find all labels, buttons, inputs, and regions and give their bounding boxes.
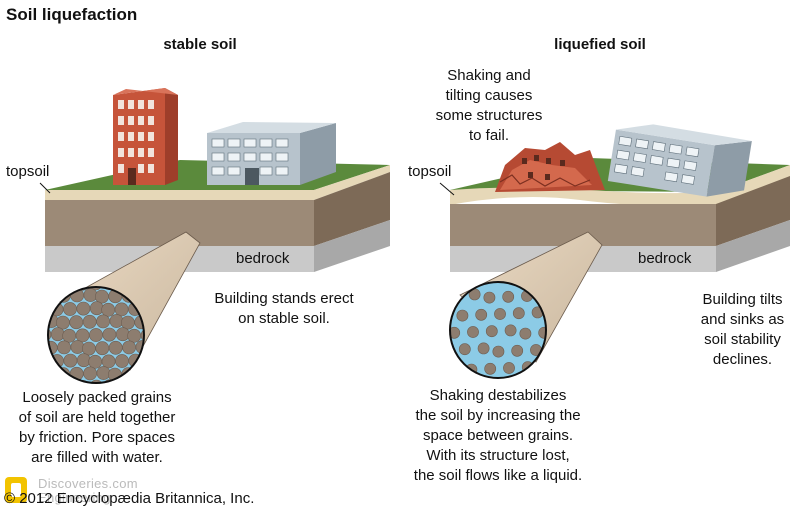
soil-grain	[63, 353, 78, 368]
soil-grain	[56, 315, 70, 330]
soil-grain	[484, 362, 497, 375]
soil-grain	[82, 341, 96, 356]
left-bedrock-side	[314, 220, 390, 272]
liquefied-soil-heading: liquefied soil	[554, 36, 646, 53]
soil-grain	[476, 282, 489, 284]
soil-grain	[140, 328, 144, 343]
soil-grain	[96, 366, 111, 380]
left-topsoil-pointer	[39, 182, 51, 194]
right-topsoil-label: topsoil	[408, 163, 452, 180]
soil-grain	[483, 291, 496, 304]
right-topsoil-pointer	[439, 182, 455, 196]
right-soil-front	[450, 204, 716, 246]
soil-grain	[477, 342, 490, 355]
soil-grain	[48, 289, 58, 304]
soil-grain	[75, 328, 90, 343]
soil-grain	[70, 340, 85, 354]
left-side-caption: Building stands erect on stable soil.	[214, 290, 354, 327]
soil-grain	[95, 341, 110, 356]
soil-grain	[502, 290, 515, 303]
left-soil-side	[314, 172, 390, 246]
soil-grain	[57, 340, 71, 355]
right-failure-caption: Shaking and tilting causes some structur…	[435, 67, 543, 144]
soil-grain	[69, 315, 84, 330]
soil-grain	[485, 325, 498, 338]
soil-grain	[89, 379, 104, 383]
left-concrete-building	[207, 122, 336, 185]
soil-grain	[122, 340, 137, 355]
watermark-logo-icon	[5, 477, 27, 503]
soil-grain	[50, 287, 65, 290]
soil-grain	[475, 308, 488, 321]
soil-grain	[121, 315, 135, 330]
soil-grain	[76, 353, 91, 368]
soil-grain	[95, 289, 109, 304]
soil-grain	[48, 287, 51, 290]
soil-grain	[538, 326, 546, 339]
soil-grain	[108, 340, 123, 355]
watermark-text: Discoveries.com Engineering	[38, 476, 138, 505]
soil-grain	[82, 314, 97, 329]
left-brick-building	[113, 88, 178, 185]
left-grain-magnifier	[47, 286, 145, 384]
page-title: Soil liquefaction	[6, 5, 138, 24]
soil-grain	[512, 307, 525, 320]
soil-grain	[127, 328, 142, 343]
soil-grain	[519, 327, 532, 340]
soil-grain	[48, 367, 57, 382]
soil-grain	[88, 354, 103, 369]
soil-grain	[48, 354, 51, 369]
left-soil-front	[45, 200, 314, 246]
soil-grain	[467, 326, 479, 338]
soil-grain	[458, 282, 470, 284]
soil-grain	[114, 302, 129, 317]
soil-grain	[83, 288, 98, 302]
soil-grain	[503, 362, 515, 374]
left-topsoil-label: topsoil	[6, 163, 50, 180]
soil-grain	[48, 302, 51, 317]
right-bedrock-label: bedrock	[638, 250, 692, 267]
soil-grain	[450, 344, 452, 356]
soil-grain	[511, 344, 524, 357]
soil-grain	[76, 301, 91, 316]
soil-grain	[540, 360, 546, 373]
soil-grain	[101, 302, 116, 317]
left-grain-caption: Loosely packed grains of soil are held t…	[18, 389, 176, 466]
left-topsoil-layer	[45, 165, 390, 200]
soil-grain	[96, 314, 110, 329]
soil-grain	[492, 345, 505, 358]
soil-grain	[450, 282, 452, 285]
soil-grain	[141, 353, 144, 368]
right-grain-caption: Shaking destabilizes the soil by increas…	[413, 387, 583, 484]
right-bedrock-side	[716, 220, 790, 272]
soil-grain	[89, 301, 104, 316]
soil-grain	[50, 327, 65, 342]
right-side-caption: Building tilts and sinks as soil stabili…	[700, 291, 785, 368]
soil-grain	[89, 328, 103, 342]
right-soil-side	[716, 176, 790, 246]
soil-grain	[102, 327, 117, 342]
soil-grain	[456, 309, 469, 322]
soil-grain	[83, 366, 97, 381]
soil-grain	[115, 354, 129, 368]
stable-soil-heading: stable soil	[163, 36, 237, 53]
right-tilted-building	[607, 124, 752, 197]
copyright-credit: © 2012 Encyclopædia Britannica, Inc.	[4, 490, 255, 507]
soil-grain	[62, 328, 77, 343]
soil-grain	[63, 302, 77, 316]
soil-grain	[63, 287, 78, 290]
soil-grain	[494, 308, 506, 320]
soil-grain	[88, 287, 103, 291]
soil-grain	[458, 343, 471, 356]
soil-grain	[101, 354, 116, 369]
soil-grain	[504, 324, 517, 337]
right-collapsed-building	[495, 142, 605, 192]
soil-grain	[109, 314, 124, 328]
soil-grain	[115, 327, 130, 342]
soil-grain	[450, 326, 461, 339]
soil-grain	[450, 360, 463, 373]
left-bedrock-label: bedrock	[236, 250, 290, 267]
soil-grain	[134, 366, 144, 381]
